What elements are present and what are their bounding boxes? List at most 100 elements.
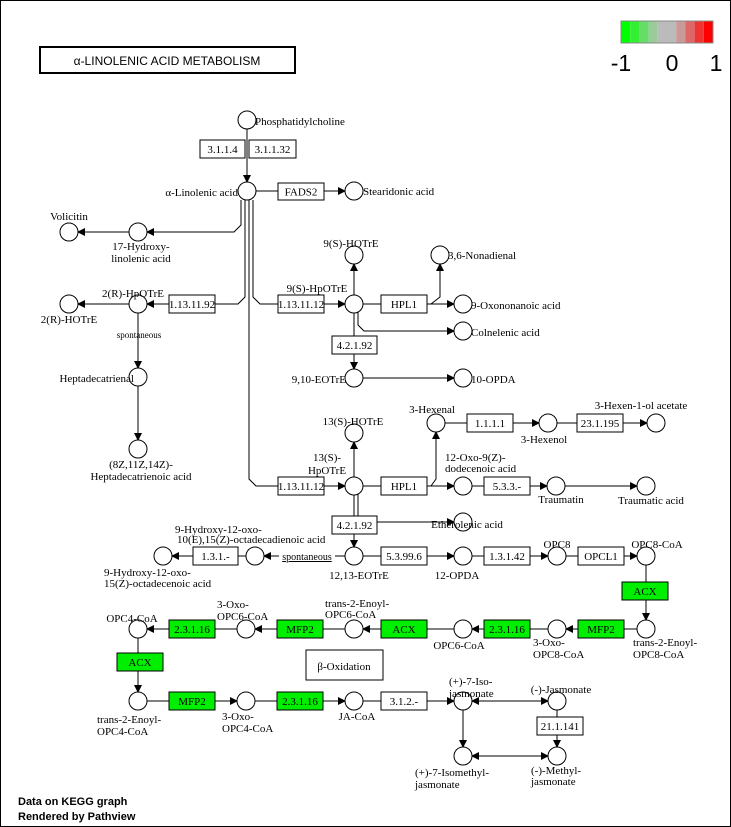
compound-hexenol[interactable]: 3-Hexenol bbox=[521, 413, 567, 446]
compound-hexenylacetate[interactable]: 3-Hexen-1-ol acetate bbox=[595, 400, 688, 433]
compound-oxononanoic[interactable]: 9-Oxononanoic acid bbox=[453, 294, 561, 314]
compound-ala[interactable]: α-Linolenic acid bbox=[165, 181, 257, 201]
compound-label: OPC8-CoA bbox=[633, 649, 684, 661]
compound-node bbox=[128, 367, 148, 387]
enzyme-23-1-195[interactable]: 23.1.195 bbox=[576, 413, 624, 433]
compound-volicitin[interactable]: Volicitin bbox=[50, 211, 88, 242]
enzyme-box bbox=[276, 691, 324, 711]
compound-oxoopc4[interactable]: 3-Oxo-OPC4-CoA bbox=[222, 691, 273, 735]
compound-hpotre9[interactable]: 9(S)-HpOTrE bbox=[287, 283, 364, 314]
enzyme-box bbox=[168, 619, 216, 639]
compound-label: 3-Oxo- bbox=[222, 711, 254, 723]
compound-hexenal[interactable]: 3-Hexenal bbox=[409, 404, 455, 433]
compound-oxododec[interactable]: 12-Oxo-9(Z)-dodecenoic acid bbox=[445, 452, 517, 496]
compound-traumatin[interactable]: Traumatin bbox=[538, 476, 584, 506]
enzyme-1-3-1-[interactable]: 1.3.1.- bbox=[192, 546, 239, 566]
compound-label: 9(S)-HOTrE bbox=[323, 238, 378, 250]
compound-oxoopc8[interactable]: 3-Oxo-OPC8-CoA bbox=[533, 619, 584, 661]
compound-etherolenic[interactable]: Etherolenic acid bbox=[431, 512, 503, 532]
enzyme-box bbox=[577, 546, 625, 566]
enzyme-label: ACX bbox=[392, 624, 415, 636]
legend-swatch bbox=[648, 21, 658, 43]
compound-label: jasmonate bbox=[414, 779, 460, 791]
compound-label: 9,10-EOTrE bbox=[292, 374, 347, 386]
compound-opc4coa[interactable]: OPC4-CoA bbox=[106, 613, 158, 639]
enzyme-5-3-3-[interactable]: 5.3.3.- bbox=[483, 476, 531, 496]
compound-node bbox=[59, 294, 79, 314]
enzyme-1-13-11-12[interactable]: 1.13.11.12 bbox=[277, 294, 325, 314]
enzyme-acx[interactable]: ACX bbox=[380, 619, 428, 639]
compound-hodien[interactable]: 9-Hydroxy-12-oxo-10(E),15(Z)-octadecadie… bbox=[175, 524, 326, 566]
compound-label: trans-2-Enoyl- bbox=[325, 598, 389, 610]
compound-hotre9[interactable]: 9(S)-HOTrE bbox=[323, 238, 379, 265]
enzyme-2-3-1-16[interactable]: 2.3.1.16 bbox=[276, 691, 324, 711]
compound-oxoopc6[interactable]: 3-Oxo-OPC6-CoA bbox=[217, 599, 268, 639]
compound-traumatic[interactable]: Traumatic acid bbox=[618, 476, 684, 507]
enzyme-2-3-1-16[interactable]: 2.3.1.16 bbox=[168, 619, 216, 639]
enzyme-3-1-1-32[interactable]: 3.1.1.32 bbox=[248, 139, 297, 159]
enzyme-hpl1[interactable]: HPL1 bbox=[380, 294, 428, 314]
compound-node bbox=[236, 691, 256, 711]
compound-jas[interactable]: (-)-Jasmonate bbox=[531, 684, 592, 711]
enzyme-5-3-99-6[interactable]: 5.3.99.6 bbox=[380, 546, 428, 566]
enzyme-21-1-141[interactable]: 21.1.141 bbox=[536, 716, 584, 736]
compound-opda12[interactable]: 12-OPDA bbox=[435, 546, 480, 582]
enzyme-acx[interactable]: ACX bbox=[621, 581, 669, 601]
enzyme-3-1-2-[interactable]: 3.1.2.- bbox=[380, 691, 428, 711]
compound-opc8coa[interactable]: OPC8-CoA bbox=[631, 539, 683, 566]
enzyme-1-3-1-42[interactable]: 1.3.1.42 bbox=[483, 546, 531, 566]
enzyme-1-13-11-12[interactable]: 1.13.11.12 bbox=[277, 476, 325, 496]
compound-opda10[interactable]: 10-OPDA bbox=[453, 368, 516, 388]
spontaneous-label: spontaneous bbox=[117, 330, 162, 340]
enzyme-opcl1[interactable]: OPCL1 bbox=[577, 546, 625, 566]
compound-hotre2r[interactable]: 2(R)-HOTrE bbox=[41, 294, 98, 326]
compound-node bbox=[344, 546, 364, 566]
compound-methyljas[interactable]: (-)-Methyl-jasmonate bbox=[530, 746, 581, 788]
compound-label: 9-Hydroxy-12-oxo- bbox=[175, 524, 262, 536]
enzyme-box bbox=[277, 182, 325, 201]
compound-hoen[interactable]: 9-Hydroxy-12-oxo-15(Z)-octadecenoic acid bbox=[104, 546, 212, 590]
compound-t2eopc6[interactable]: trans-2-Enoyl-OPC6-CoA bbox=[325, 598, 389, 639]
compound-eotre910[interactable]: 9,10-EOTrE bbox=[292, 368, 364, 388]
compound-isojas[interactable]: (+)-7-Iso-jasmonate bbox=[448, 676, 494, 711]
compound-opc6coa[interactable]: OPC6-CoA bbox=[433, 619, 485, 652]
compound-eotre1213[interactable]: 12,13-EOTrE bbox=[329, 546, 389, 582]
compound-t2eopc8[interactable]: trans-2-Enoyl-OPC8-CoA bbox=[633, 619, 697, 661]
compound-sda[interactable]: Stearidonic acid bbox=[344, 181, 435, 201]
compound-hpotre13[interactable]: 13(S)-HpOTrE bbox=[308, 452, 364, 496]
compound-colnelenic[interactable]: Colnelenic acid bbox=[453, 321, 540, 341]
compound-t2eopc4[interactable]: trans-2-Enoyl-OPC4-CoA bbox=[97, 691, 161, 738]
enzyme-hpl1[interactable]: HPL1 bbox=[380, 476, 428, 496]
enzyme-2-3-1-16[interactable]: 2.3.1.16 bbox=[483, 619, 531, 639]
compound-nonadienal[interactable]: 3,6-Nonadienal bbox=[430, 245, 516, 265]
enzyme-label: 1.1.1.1 bbox=[475, 418, 505, 430]
enzyme-1-1-1-1[interactable]: 1.1.1.1 bbox=[466, 413, 514, 433]
enzyme-fads2[interactable]: FADS2 bbox=[277, 182, 325, 201]
enzyme-3-1-1-4[interactable]: 3.1.1.4 bbox=[199, 139, 246, 159]
compound-hpotre2r[interactable]: 2(R)-HpOTrE bbox=[102, 288, 164, 314]
compound-hotre13[interactable]: 13(S)-HOTrE bbox=[323, 416, 384, 443]
enzyme-box bbox=[380, 476, 428, 496]
compound-opc8[interactable]: OPC8 bbox=[544, 539, 571, 566]
compound-node bbox=[453, 512, 473, 532]
compound-node bbox=[344, 619, 364, 639]
enzyme-label: 23.1.195 bbox=[581, 418, 620, 430]
compound-isomethyljas[interactable]: (+)-7-Isomethyl-jasmonate bbox=[414, 746, 489, 791]
compound-node bbox=[426, 413, 446, 433]
enzyme-mfp2[interactable]: MFP2 bbox=[168, 691, 216, 711]
enzyme-mfp2[interactable]: MFP2 bbox=[276, 619, 324, 639]
enzyme-acx[interactable]: ACX bbox=[116, 652, 164, 672]
compound-hepta[interactable]: Heptadecatrienal bbox=[59, 367, 148, 387]
beta-oxidation-box[interactable]: β-Oxidation bbox=[305, 649, 384, 681]
compound-heptaacid[interactable]: (8Z,11Z,14Z)-Heptadecatrienoic acid bbox=[90, 439, 192, 483]
compound-label: OPC4-CoA bbox=[106, 613, 157, 625]
enzyme-4-2-1-92[interactable]: 4.2.1.92 bbox=[331, 335, 378, 355]
enzyme-1-13-11-92[interactable]: 1.13.11.92 bbox=[168, 294, 216, 314]
compound-hydroxylin[interactable]: 17-Hydroxy-linolenic acid bbox=[111, 222, 171, 265]
compound-pc[interactable]: Phosphatidylcholine bbox=[237, 110, 345, 130]
compound-node bbox=[344, 476, 364, 496]
enzyme-mfp2[interactable]: MFP2 bbox=[577, 619, 625, 639]
enzyme-4-2-1-92[interactable]: 4.2.1.92 bbox=[331, 515, 378, 535]
compound-jacoa[interactable]: JA-CoA bbox=[339, 691, 376, 723]
